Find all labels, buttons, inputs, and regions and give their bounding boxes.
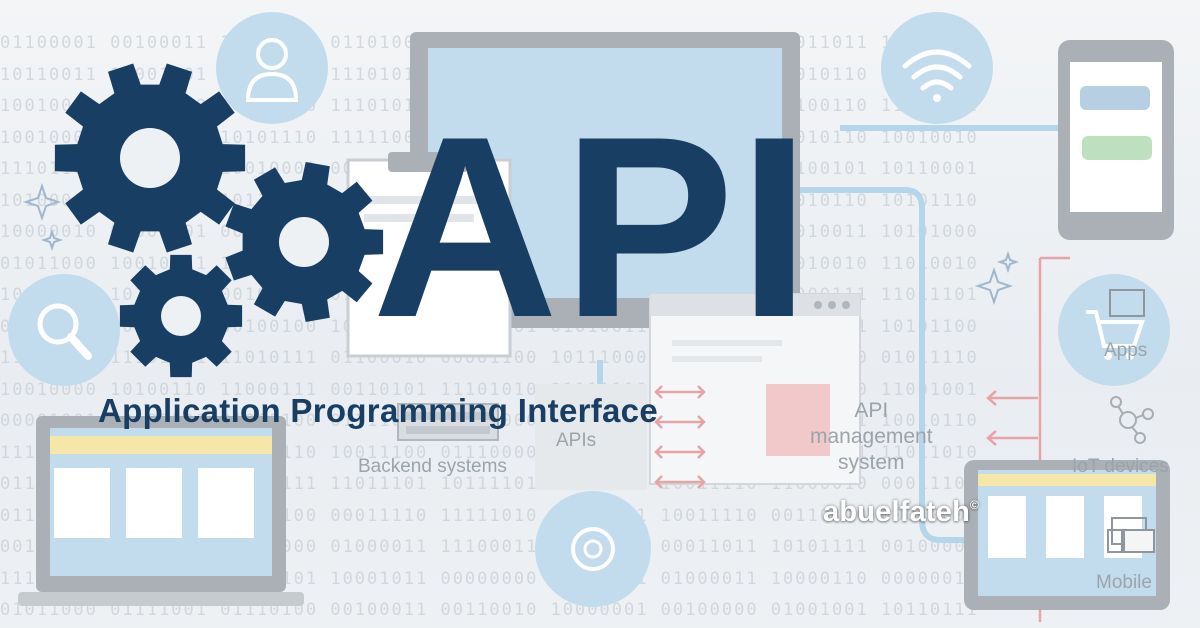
- iot-devices-label: IoT devices: [1072, 456, 1169, 477]
- laptop-icon: [18, 416, 304, 606]
- wifi-icon: [881, 12, 993, 124]
- gear-hole: [279, 217, 329, 267]
- mobile-devices-icon: [1107, 517, 1155, 553]
- iot-network-icon: [1110, 396, 1154, 444]
- backend-systems-label: Backend systems: [358, 456, 507, 477]
- gear-hole: [161, 296, 201, 336]
- api-management-line: management: [810, 425, 933, 448]
- api-management-line: system: [838, 451, 905, 474]
- chat-bubble-icon: [1080, 86, 1152, 160]
- server-icon: [397, 403, 499, 441]
- gear-icon: [535, 491, 651, 607]
- sparkle-icon: [22, 182, 1020, 306]
- gear-icon: [119, 254, 243, 378]
- brand-name: abuelfateh: [823, 496, 971, 528]
- phone-icon: [1058, 40, 1174, 240]
- search-icon: [8, 274, 120, 386]
- apis-box: [535, 384, 647, 490]
- user-icon: [216, 12, 328, 124]
- apps-label: Apps: [1104, 340, 1148, 361]
- gears-graphic: [54, 63, 384, 378]
- gear-icon: [54, 63, 246, 253]
- api-management-line: API: [854, 399, 889, 422]
- apis-label: APIs: [556, 430, 597, 451]
- brand-mark: ©: [970, 498, 980, 512]
- gear-icon: [225, 162, 384, 322]
- cart-icon: [1058, 274, 1170, 386]
- mobile-label: Mobile: [1096, 572, 1152, 593]
- api-management-label: API management system: [810, 398, 933, 476]
- gear-hole: [120, 128, 180, 188]
- brand-logo: abuelfateh©: [823, 496, 979, 529]
- api-subtitle: Application Programming Interface: [98, 392, 658, 429]
- api-title: API: [372, 82, 815, 371]
- clipboard-icon: [346, 152, 512, 358]
